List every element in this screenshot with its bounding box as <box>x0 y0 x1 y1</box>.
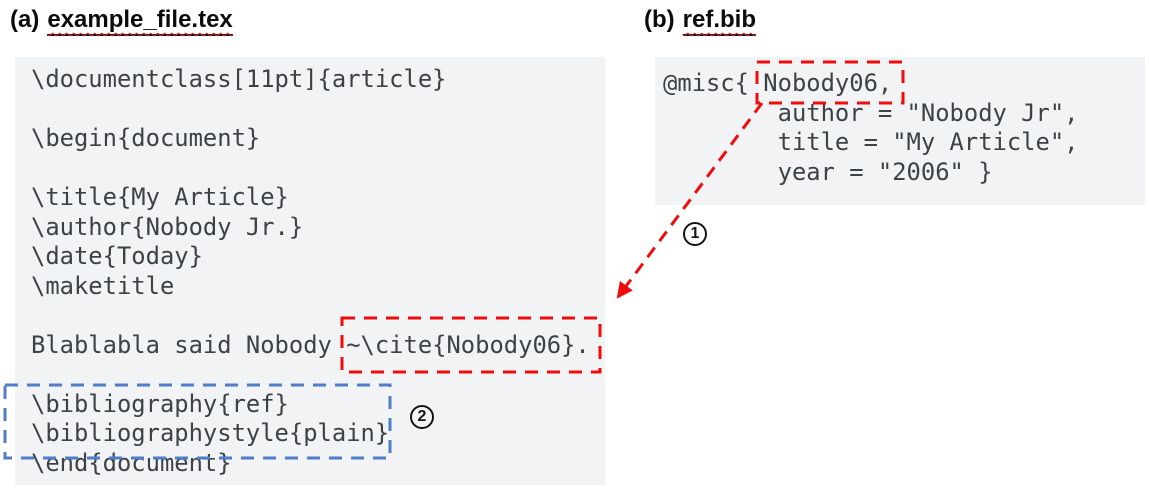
panel-a-title: (a) example_file.tex <box>10 5 233 36</box>
callout-1-badge: 1 <box>683 222 707 246</box>
tex-code-panel: \documentclass[11pt]{article} \begin{doc… <box>15 57 605 485</box>
callout-2-badge: 2 <box>410 405 434 429</box>
panel-b-title: (b) ref.bib <box>644 5 756 36</box>
panel-a-filename: example_file.tex <box>47 6 233 36</box>
panel-a-label: (a) <box>10 6 40 33</box>
bib-code-panel: @misc{ Nobody06, author = "Nobody Jr", t… <box>655 57 1145 205</box>
callout-1-number: 1 <box>690 225 700 242</box>
callout-2-number: 2 <box>417 408 427 425</box>
tex-code: \documentclass[11pt]{article} \begin{doc… <box>31 65 590 477</box>
panel-b-label: (b) <box>644 6 675 33</box>
bib-code: @misc{ Nobody06, author = "Nobody Jr", t… <box>663 69 1079 186</box>
panel-b-filename: ref.bib <box>682 6 756 36</box>
